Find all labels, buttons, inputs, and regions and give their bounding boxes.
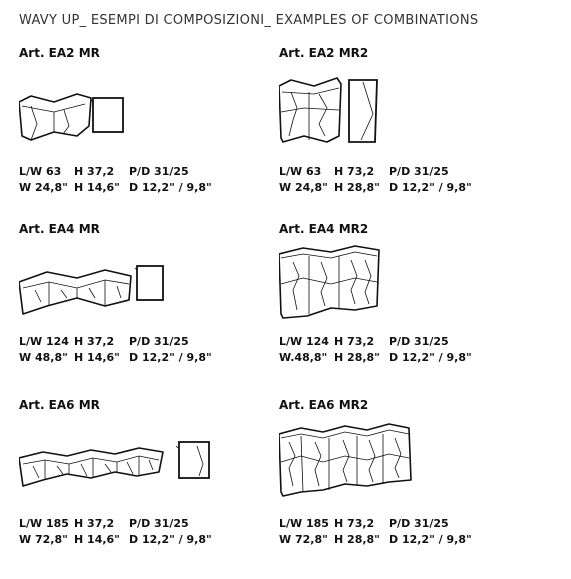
dim-depth: P/D 31/25: [129, 517, 189, 530]
dims-imperial: W 24,8" H 14,6" D 12,2" / 9,8": [19, 180, 249, 196]
dimensions: L/W 185 H 73,2 P/D 31/25 W 72,8" H 28,8"…: [279, 516, 509, 548]
dim-width: W 24,8": [279, 181, 328, 194]
dim-depth: D 12,2" / 9,8": [129, 351, 212, 364]
product-card-ea6-mr: Art. EA6 MR L/W 185 H 37,2 P/D 31/25 W 7…: [19, 398, 279, 548]
page-title: WAVY UP_ ESEMPI DI COMPOSIZIONI_ EXAMPLE…: [19, 13, 479, 28]
dims-metric: L/W 124 H 37,2 P/D 31/25: [19, 334, 249, 350]
dim-width: L/W 185: [279, 517, 329, 530]
dimensions: L/W 63 H 73,2 P/D 31/25 W 24,8" H 28,8" …: [279, 164, 509, 196]
dim-height: H 28,8": [334, 181, 380, 194]
dim-width: L/W 63: [279, 165, 322, 178]
dims-metric: L/W 185 H 37,2 P/D 31/25: [19, 516, 249, 532]
dim-depth: D 12,2" / 9,8": [389, 351, 472, 364]
dim-width: W 72,8": [19, 533, 68, 546]
dims-imperial: W 72,8" H 28,8" D 12,2" / 9,8": [279, 532, 509, 548]
product-code: Art. EA6 MR2: [279, 398, 369, 412]
shelf-drawing: [19, 93, 124, 141]
dims-metric: L/W 124 H 73,2 P/D 31/25: [279, 334, 509, 350]
product-code: Art. EA2 MR2: [279, 46, 369, 60]
dim-width: L/W 124: [279, 335, 329, 348]
product-card-ea2-mr2: Art. EA2 MR2 L/W 63 H 73,2 P/D 31/25 W 2…: [279, 46, 539, 196]
shelf-drawing: [279, 77, 378, 143]
product-card-ea4-mr: Art. EA4 MR L/W 124 H 37,2 P/D 31/25 W 4…: [19, 222, 279, 372]
shelf-drawing: [19, 265, 164, 315]
dim-height: H 37,2: [74, 517, 115, 530]
dim-depth: D 12,2" / 9,8": [389, 181, 472, 194]
dim-height: H 14,6": [74, 533, 120, 546]
shelf-drawing: [19, 441, 210, 487]
product-code: Art. EA2 MR: [19, 46, 100, 60]
dim-depth: P/D 31/25: [389, 517, 449, 530]
dim-depth: D 12,2" / 9,8": [129, 533, 212, 546]
product-card-ea2-mr: Art. EA2 MR L/W 63 H 37,2 P/D 31/25 W 24…: [19, 46, 279, 196]
dim-height: H 73,2: [334, 517, 375, 530]
dim-depth: P/D 31/25: [129, 335, 189, 348]
dim-height: H 28,8": [334, 351, 380, 364]
dimensions: L/W 63 H 37,2 P/D 31/25 W 24,8" H 14,6" …: [19, 164, 249, 196]
dim-depth: P/D 31/25: [389, 335, 449, 348]
dim-width: W 72,8": [279, 533, 328, 546]
dim-depth: D 12,2" / 9,8": [129, 181, 212, 194]
dim-width: L/W 185: [19, 517, 69, 530]
dims-metric: L/W 63 H 37,2 P/D 31/25: [19, 164, 249, 180]
dimensions: L/W 124 H 73,2 P/D 31/25 W.48,8" H 28,8"…: [279, 334, 509, 366]
dimensions: L/W 124 H 37,2 P/D 31/25 W 48,8" H 14,6"…: [19, 334, 249, 366]
dim-depth: P/D 31/25: [389, 165, 449, 178]
dim-height: H 73,2: [334, 165, 375, 178]
shelf-drawing: [279, 245, 380, 319]
dim-width: L/W 124: [19, 335, 69, 348]
dim-width: W 48,8": [19, 351, 68, 364]
product-card-ea6-mr2: Art. EA6 MR2 L/W 185 H 73,2 P/D 31/25 W …: [279, 398, 539, 548]
dims-imperial: W 72,8" H 14,6" D 12,2" / 9,8": [19, 532, 249, 548]
product-code: Art. EA4 MR: [19, 222, 100, 236]
dim-depth: P/D 31/25: [129, 165, 189, 178]
dim-height: H 14,6": [74, 181, 120, 194]
dim-height: H 28,8": [334, 533, 380, 546]
dim-height: H 73,2: [334, 335, 375, 348]
dim-height: H 14,6": [74, 351, 120, 364]
dim-height: H 37,2: [74, 335, 115, 348]
dim-width: W 24,8": [19, 181, 68, 194]
product-code: Art. EA4 MR2: [279, 222, 369, 236]
product-card-ea4-mr2: Art. EA4 MR2 L/W 124 H 73,2 P/D 31/25 W.…: [279, 222, 539, 372]
dims-metric: L/W 63 H 73,2 P/D 31/25: [279, 164, 509, 180]
shelf-drawing: [279, 423, 412, 497]
dim-depth: D 12,2" / 9,8": [389, 533, 472, 546]
product-code: Art. EA6 MR: [19, 398, 100, 412]
dim-width: L/W 63: [19, 165, 62, 178]
dimensions: L/W 185 H 37,2 P/D 31/25 W 72,8" H 14,6"…: [19, 516, 249, 548]
dims-metric: L/W 185 H 73,2 P/D 31/25: [279, 516, 509, 532]
dims-imperial: W 24,8" H 28,8" D 12,2" / 9,8": [279, 180, 509, 196]
dims-imperial: W.48,8" H 28,8" D 12,2" / 9,8": [279, 350, 509, 366]
dim-width: W.48,8": [279, 351, 328, 364]
dims-imperial: W 48,8" H 14,6" D 12,2" / 9,8": [19, 350, 249, 366]
dim-height: H 37,2: [74, 165, 115, 178]
